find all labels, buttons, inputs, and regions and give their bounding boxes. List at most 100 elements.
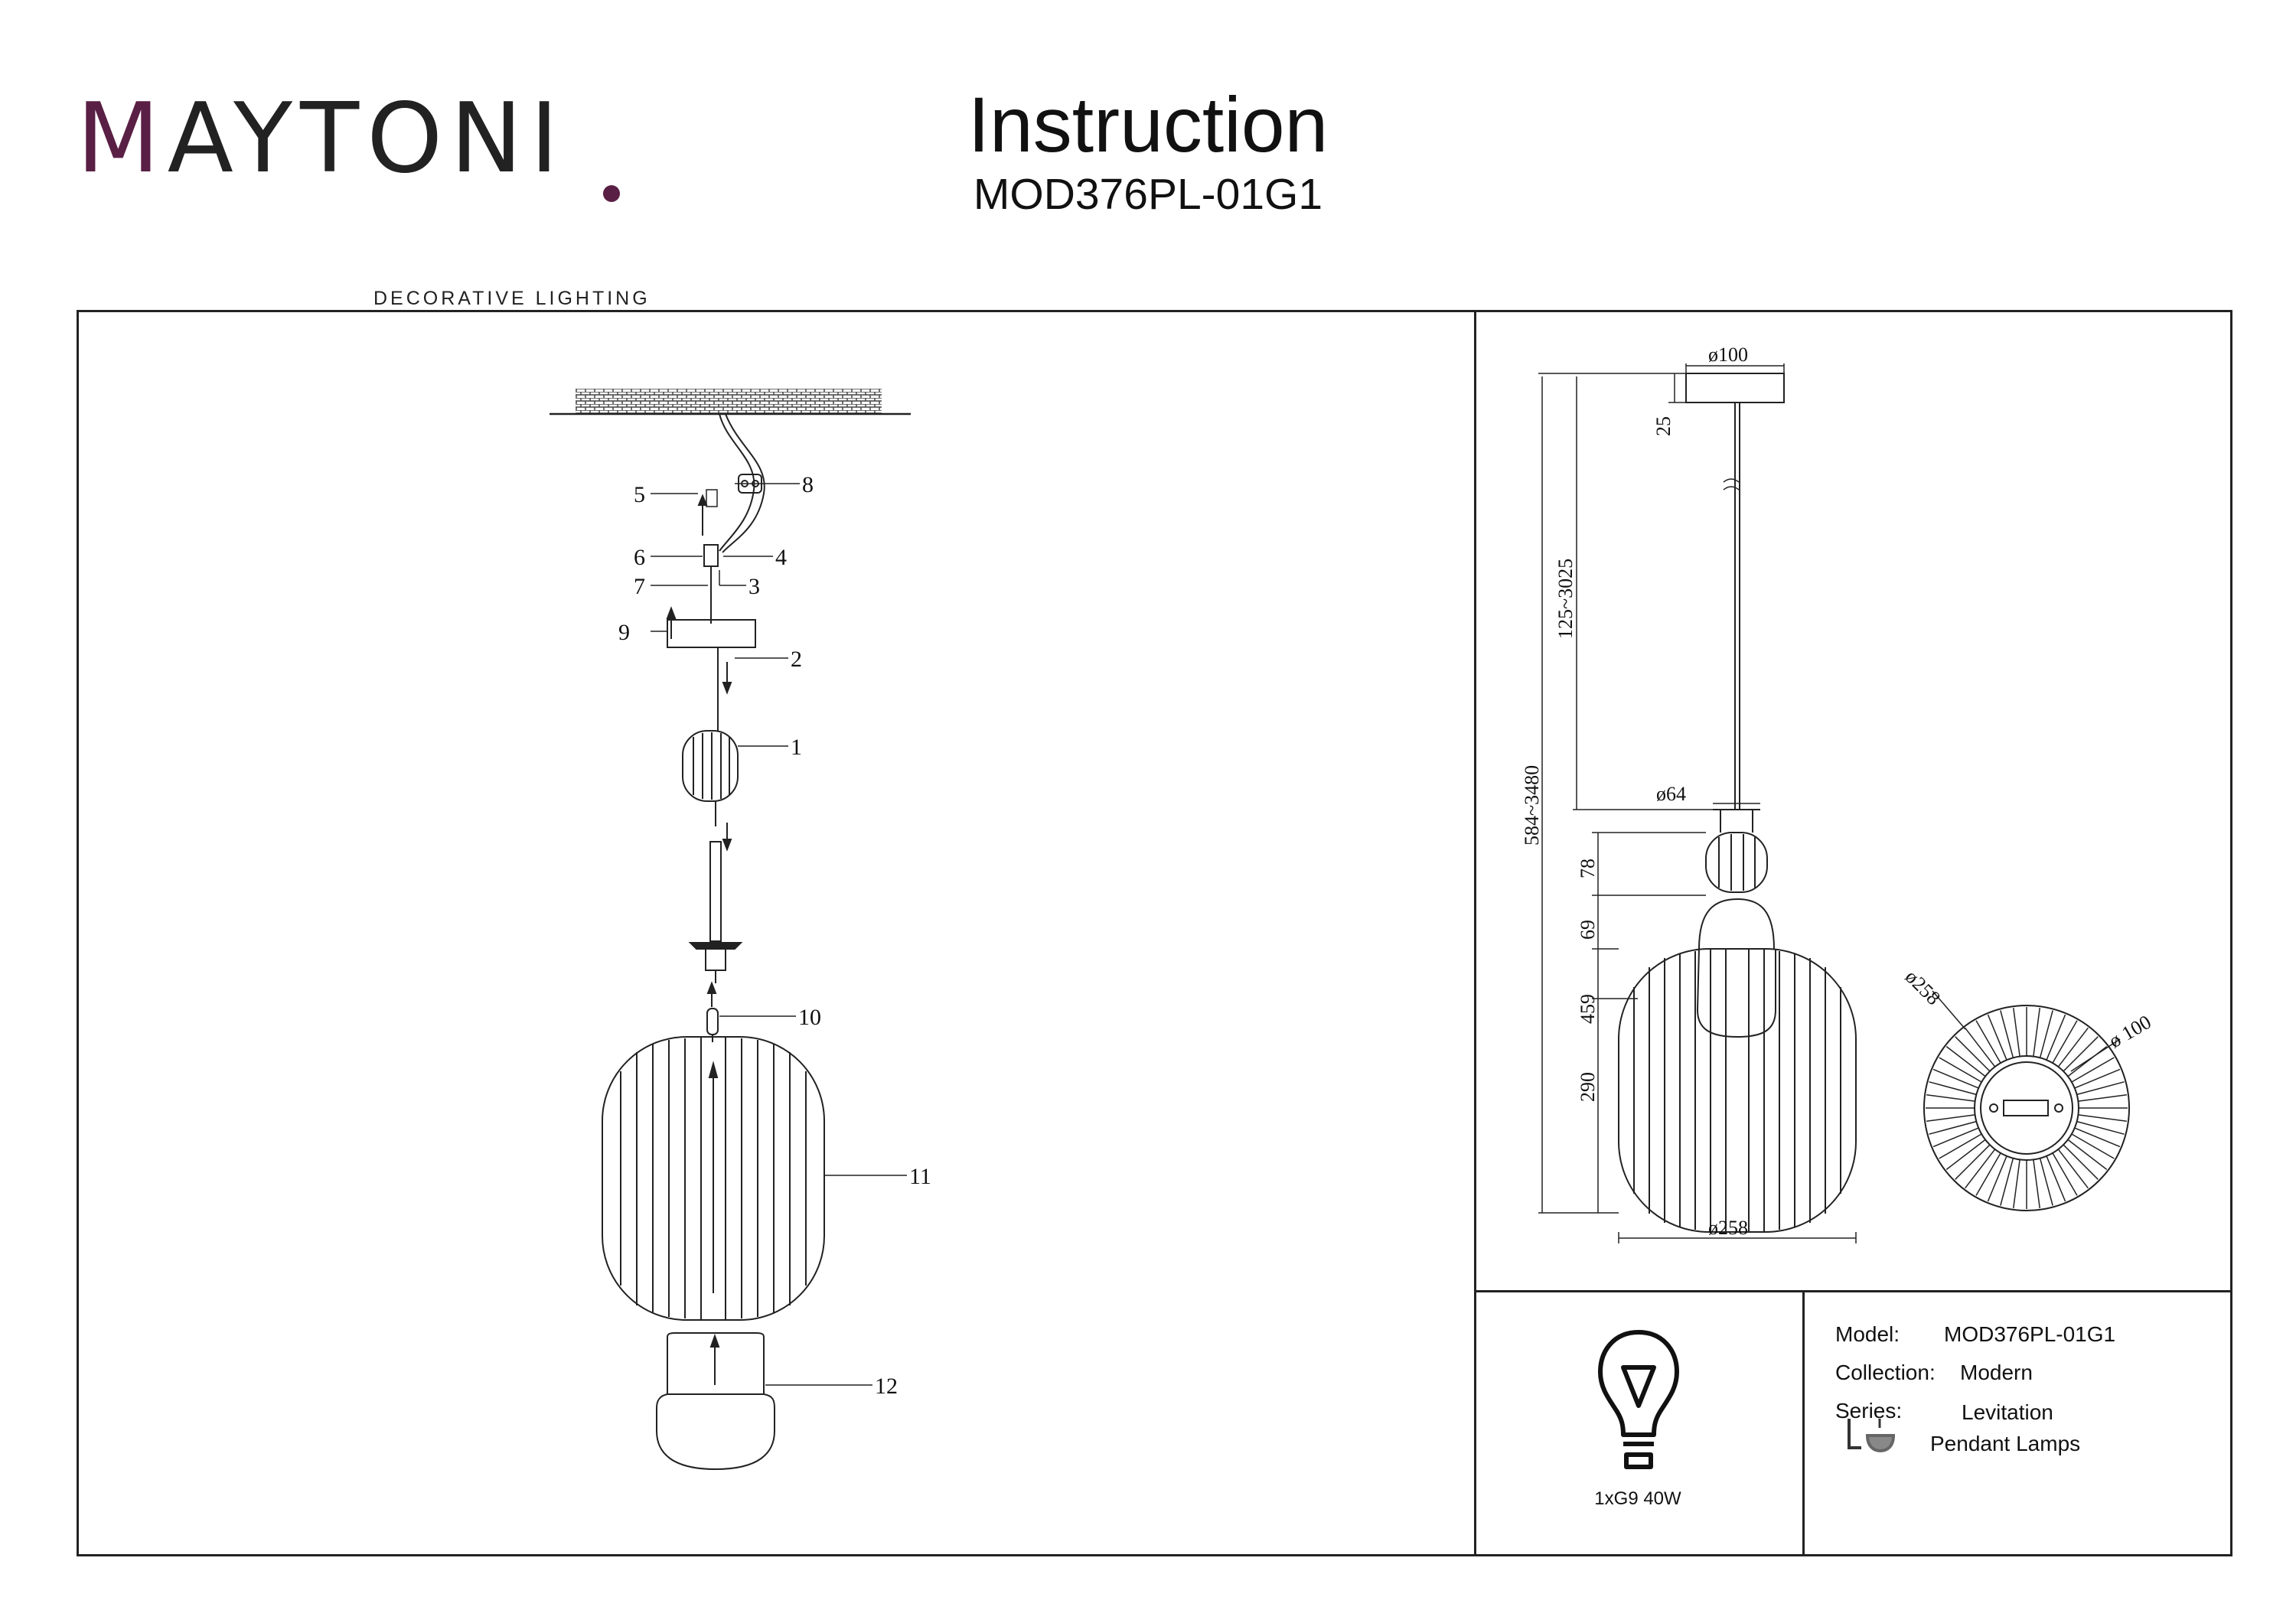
pendant-lamp-icon: [1848, 1419, 1896, 1453]
top-view-rib: [2074, 1068, 2121, 1089]
top-view-rib: [2046, 1155, 2066, 1202]
top-view-rib: [2071, 1133, 2115, 1159]
spec-panel: [1802, 1290, 2232, 1556]
callout-6: 6: [634, 545, 645, 570]
top-view-rib: [1932, 1068, 1979, 1089]
top-view-rib: [1926, 1114, 1975, 1122]
suspension-tube: [709, 841, 722, 942]
holder-outline: [1705, 832, 1768, 893]
dim-holder-diameter: ø64: [1656, 783, 1686, 805]
canopy-part: [667, 619, 756, 648]
canopy-outline: [1685, 373, 1785, 403]
spec-collection-value: Modern: [1960, 1361, 2033, 1384]
top-view-rib: [2067, 1139, 2108, 1170]
dim-shade-diameter: ø258: [1708, 1217, 1748, 1239]
callout-8: 8: [802, 472, 814, 497]
top-view-rib: [1975, 1020, 2001, 1064]
dim-canopy-diameter: ø100: [1708, 344, 1748, 366]
spec-series-label: Series:: [1835, 1399, 1903, 1423]
ceiling-hatch: [576, 389, 882, 413]
top-view-rib: [2063, 1144, 2099, 1180]
top-view-rib: [2033, 1008, 2040, 1057]
top-view-rib: [1955, 1036, 1991, 1072]
top-view-rib: [2078, 1094, 2127, 1102]
brand-logo: MAYTONI DECORATIVE LIGHTING: [77, 90, 647, 310]
top-view-rib: [2057, 1027, 2089, 1067]
logo-dot-icon: [603, 185, 620, 202]
top-view-rib: [2057, 1149, 2089, 1189]
top-view-rib: [2063, 1036, 2099, 1072]
dim-total-height: 584~3480: [1521, 765, 1543, 846]
top-view-rib: [1975, 1152, 2001, 1196]
spec-series-value: Levitation: [1962, 1400, 2053, 1424]
top-view-rib: [1939, 1057, 1982, 1083]
top-view-rib: [1987, 1014, 2007, 1061]
logo-wordmark: MAYTONI: [77, 90, 566, 187]
callout-9: 9: [618, 620, 630, 645]
top-view-rib: [2052, 1020, 2078, 1064]
lamp-socket: [688, 942, 743, 950]
top-view-rib: [2071, 1057, 2115, 1083]
top-view-rib: [2078, 1114, 2127, 1122]
dim-neck-height: 69: [1577, 920, 1599, 940]
top-view-rib: [2046, 1014, 2066, 1061]
logo-tagline: DECORATIVE LIGHTING: [373, 288, 651, 309]
top-view-rib: [1945, 1139, 1986, 1170]
top-view-rib: [1929, 1120, 1977, 1135]
top-view-rib: [2039, 1010, 2053, 1058]
callout-2: 2: [791, 647, 802, 672]
shade-outline: [1618, 948, 1857, 1233]
callout-3: 3: [748, 574, 760, 599]
top-view-rib: [2033, 1159, 2040, 1208]
screw-pack: [706, 489, 718, 507]
top-view-rib: [2039, 1158, 2053, 1206]
top-view-ribs: [1926, 1007, 2128, 1209]
callout-12: 12: [875, 1374, 898, 1399]
spec-model-value: MOD376PL-01G1: [1944, 1322, 2116, 1346]
spec-type-value: Pendant Lamps: [1930, 1432, 2081, 1455]
top-view-rib: [2076, 1081, 2125, 1096]
dim-body-total: 459: [1577, 994, 1599, 1024]
spec-collection-label: Collection:: [1835, 1361, 1936, 1384]
logo-name: AYTONI: [167, 82, 566, 194]
top-view-rib: [1945, 1046, 1986, 1077]
top-view-rib: [2000, 1158, 2014, 1206]
dim-holder-height: 78: [1577, 859, 1599, 878]
holder-part: [682, 730, 739, 802]
top-view-rib: [2013, 1159, 2020, 1208]
spec-model-label: Model:: [1835, 1322, 1900, 1346]
light-bulb-icon: [1598, 1330, 1679, 1469]
top-view-rib: [1926, 1094, 1975, 1102]
top-view-rib: [1965, 1027, 1996, 1067]
logo-initial: M: [77, 82, 168, 194]
dim-top-outer: ø258: [1901, 966, 1945, 1009]
top-view-rib: [2074, 1127, 2121, 1148]
callout-4: 4: [775, 545, 787, 570]
top-view-rib: [1965, 1149, 1996, 1189]
callout-11: 11: [909, 1164, 931, 1189]
top-view-outer-circle: [1923, 1005, 2130, 1211]
top-view-rib: [2052, 1152, 2078, 1196]
callout-1: 1: [791, 735, 802, 760]
top-view-rib: [2013, 1008, 2020, 1057]
top-view-rib: [2076, 1120, 2125, 1135]
callout-7: 7: [634, 574, 645, 599]
top-view-terminal: [2003, 1100, 2049, 1116]
top-view-rib: [1987, 1155, 2007, 1202]
dim-canopy-height: 25: [1652, 416, 1675, 436]
top-view-rib: [2000, 1010, 2014, 1058]
page-title: Instruction: [967, 81, 1329, 168]
top-view-rib: [1939, 1133, 1982, 1159]
dim-cable-length: 125~3025: [1554, 559, 1577, 639]
supply-wires: [719, 413, 755, 552]
top-view-rib: [1929, 1081, 1977, 1096]
callout-5: 5: [634, 482, 645, 507]
lamp-power: 1xG9 40W: [1594, 1488, 1681, 1509]
inner-glass: [656, 1332, 775, 1471]
top-view-rib: [1955, 1144, 1991, 1180]
model-code: MOD376PL-01G1: [973, 170, 1323, 219]
dim-top-inner: ø 100: [2105, 1011, 2155, 1052]
top-view-rib: [1932, 1127, 1979, 1148]
